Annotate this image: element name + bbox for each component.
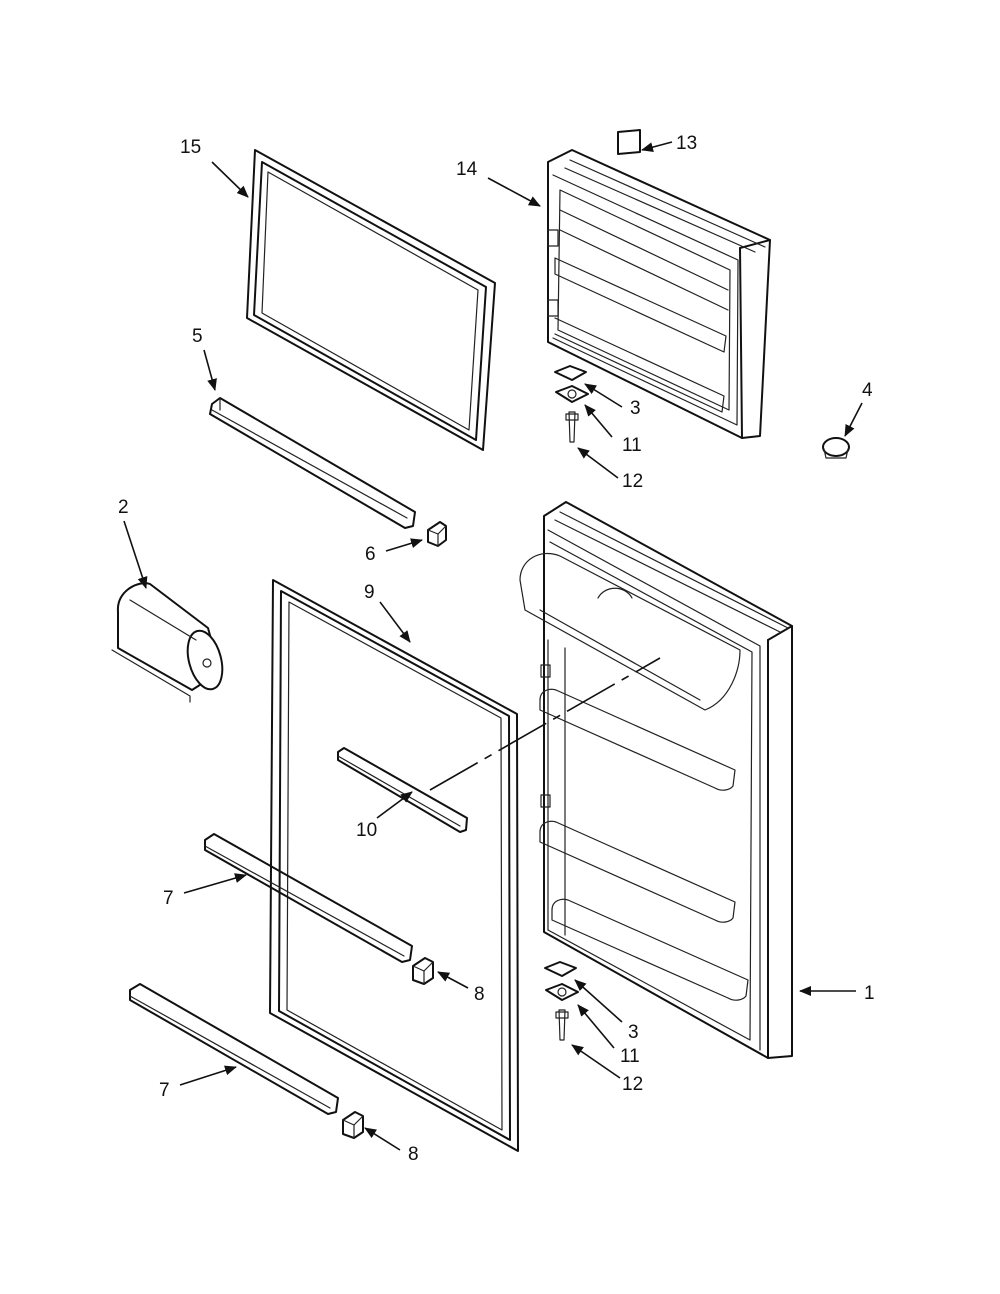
alignment-line bbox=[429, 657, 661, 791]
fresh-food-door bbox=[519, 501, 793, 1059]
door-trim-strip bbox=[337, 747, 468, 833]
callout-7-lower: 7 bbox=[159, 1080, 170, 1101]
callout-10: 10 bbox=[356, 820, 377, 841]
callout-11-upper: 11 bbox=[622, 435, 642, 456]
fresh-food-door-gasket bbox=[269, 579, 519, 1152]
callout-1: 1 bbox=[864, 983, 875, 1004]
callout-2: 2 bbox=[118, 497, 129, 518]
callout-7-upper: 7 bbox=[163, 888, 174, 909]
callout-12-upper: 12 bbox=[622, 471, 643, 492]
trim-strip-lower bbox=[129, 983, 339, 1115]
callout-14: 14 bbox=[456, 159, 478, 180]
callout-9: 9 bbox=[364, 582, 375, 603]
upper-hinge-parts bbox=[554, 365, 589, 443]
end-cap-upper bbox=[412, 957, 434, 985]
end-cap bbox=[427, 521, 447, 547]
callout-8-upper: 8 bbox=[474, 984, 485, 1005]
callout-6: 6 bbox=[365, 544, 376, 565]
callout-3-upper: 3 bbox=[630, 398, 641, 419]
lower-hinge-parts bbox=[544, 961, 579, 1041]
freezer-door-gasket bbox=[246, 149, 496, 451]
callout-3-lower: 3 bbox=[628, 1022, 639, 1043]
freezer-trim-strip bbox=[209, 397, 416, 529]
nameplate bbox=[617, 129, 641, 155]
callout-11-lower: 11 bbox=[620, 1046, 640, 1067]
callout-4: 4 bbox=[862, 380, 873, 401]
callout-13: 13 bbox=[676, 133, 697, 154]
callout-8-lower: 8 bbox=[408, 1144, 419, 1165]
dairy-bin bbox=[111, 582, 224, 703]
trim-strip-upper bbox=[204, 833, 413, 963]
callout-5: 5 bbox=[192, 326, 203, 347]
callout-12-lower: 12 bbox=[622, 1074, 643, 1095]
leader-lines bbox=[123, 141, 863, 1151]
plug-button bbox=[822, 437, 850, 459]
callout-15: 15 bbox=[180, 137, 201, 158]
freezer-door bbox=[547, 149, 771, 439]
callout-labels: 15 14 13 5 4 3 11 12 2 6 9 10 7 8 7 8 1 … bbox=[118, 133, 875, 1165]
end-cap-lower bbox=[342, 1111, 364, 1139]
